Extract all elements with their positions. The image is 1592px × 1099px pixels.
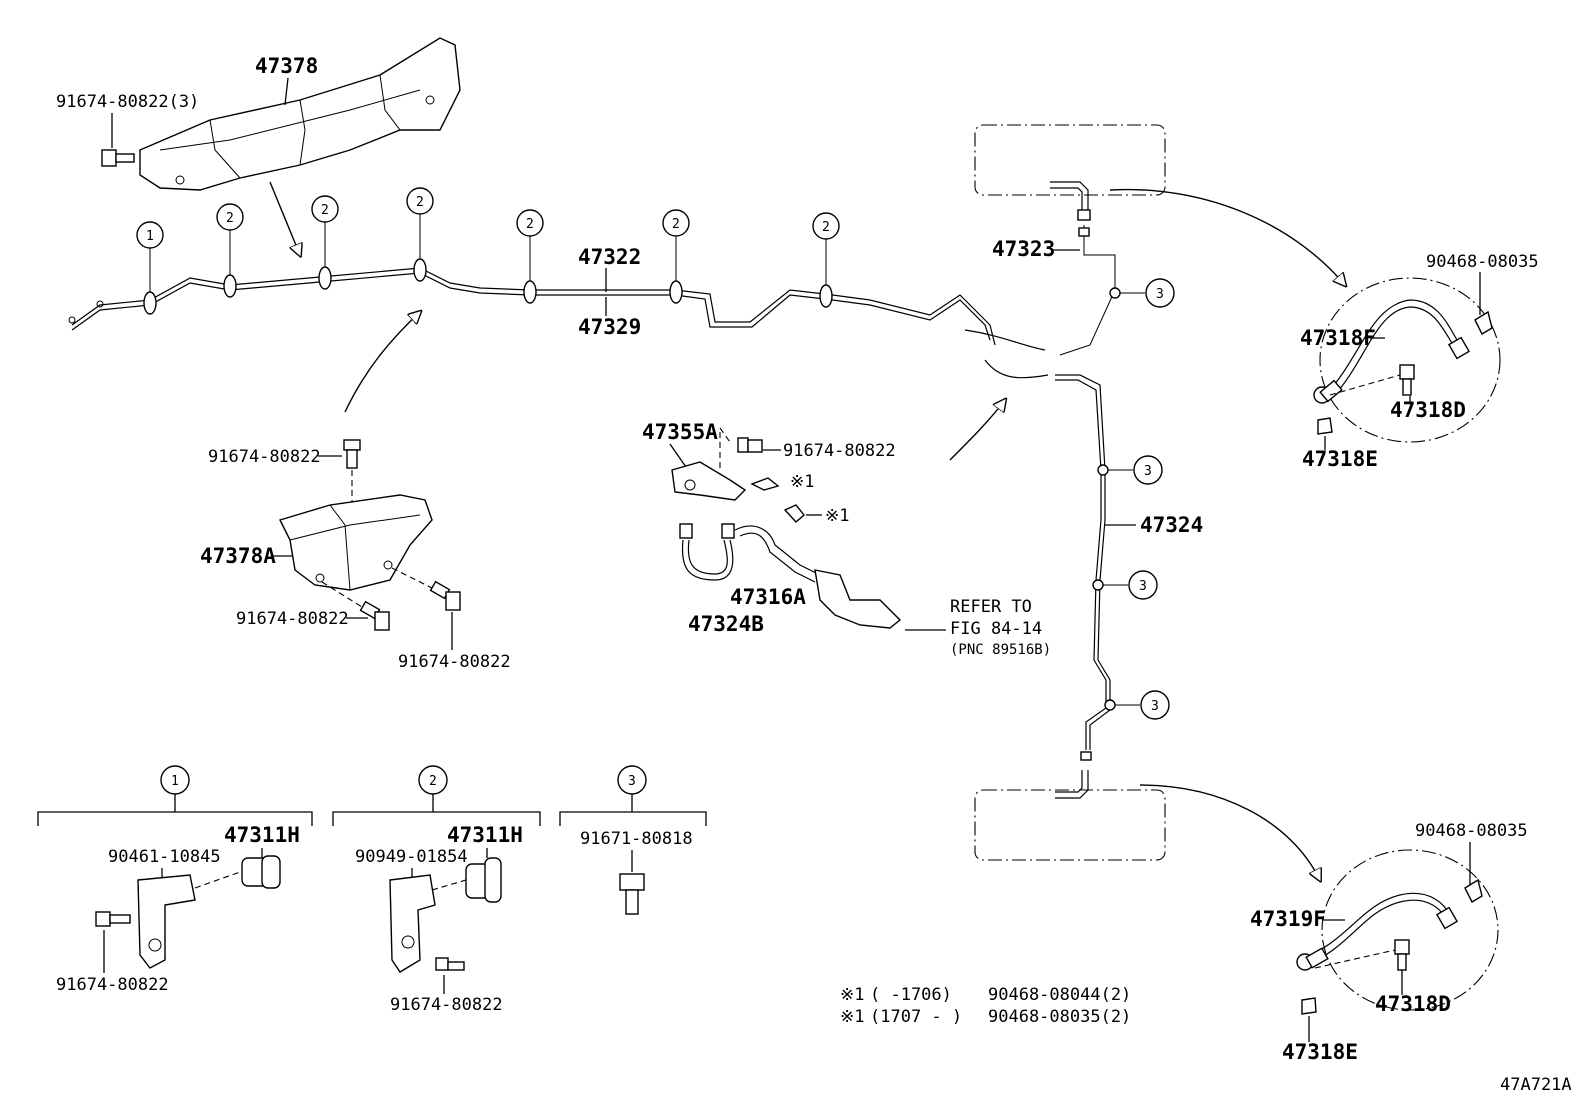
svg-text:3: 3 [1139, 579, 1147, 594]
bolt-icon [343, 439, 361, 469]
hose-47316A [734, 525, 902, 629]
label-91674-80822-c: 91674-80822 [398, 652, 511, 672]
label-91674-80822-a: 91674-80822 [208, 447, 321, 467]
bolt-icon [1394, 939, 1410, 971]
refer-line-2: FIG 84-14 [950, 619, 1042, 639]
hose-assembly-47319F [1296, 849, 1499, 1015]
label-47323: 47323 [992, 237, 1055, 261]
label-47316A: 47316A [730, 585, 806, 609]
refer-line-3: (PNC 89516B) [950, 642, 1051, 658]
label-91674-80822-mid: 91674-80822 [783, 441, 896, 461]
svg-text:※1: ※1 [840, 985, 864, 1005]
svg-text:3: 3 [1156, 287, 1164, 302]
heat-shield-47378 [139, 37, 461, 191]
legend-group-3: 3 91671-80818 [559, 765, 707, 915]
label-47324B: 47324B [688, 612, 764, 636]
legend1-clip-part: 90461-10845 [108, 847, 221, 867]
legend2-bracket-part: 47311H [447, 823, 523, 847]
line-clamps [143, 258, 833, 315]
legend2-bolt-part: 91674-80822 [390, 995, 503, 1015]
upper-wheel-box [974, 124, 1166, 221]
label-47318D-top: 47318D [1390, 398, 1466, 422]
legend1-bolt-part: 91674-80822 [56, 975, 169, 995]
svg-text:1: 1 [171, 774, 179, 789]
svg-text:( -1706): ( -1706) [870, 985, 952, 1005]
svg-text:3: 3 [1144, 464, 1152, 479]
label-47318F: 47318F [1300, 326, 1376, 350]
svg-text:90468-08035(2): 90468-08035(2) [988, 1007, 1131, 1027]
label-47319F: 47319F [1250, 907, 1326, 931]
legend3-bolt-part: 91671-80818 [580, 829, 693, 849]
legend2-clip-part: 90949-01854 [355, 847, 468, 867]
svg-text:3: 3 [1151, 699, 1159, 714]
shield-47378A [279, 494, 433, 591]
notes: ※1 ( -1706) 90468-08044(2) ※1 (1707 - ) … [840, 985, 1131, 1027]
line-47324-clamp-callouts: 3 3 3 3 [1092, 278, 1175, 720]
hose-assembly-47318F [1313, 277, 1501, 443]
label-91674-80822-3: 91674-80822(3) [56, 92, 199, 112]
line-47323 [1059, 225, 1116, 356]
bolt-icon [1399, 364, 1415, 396]
refer-line-1: REFER TO [950, 597, 1032, 617]
svg-text:2: 2 [226, 211, 234, 226]
bracket-47355A [671, 461, 747, 501]
bolt-icon [429, 580, 461, 611]
svg-text:2: 2 [321, 203, 329, 218]
bolt-icon [359, 600, 390, 631]
label-47322: 47322 [578, 245, 641, 269]
legend-group-1: 1 47311H 90461-10845 91674-80822 [37, 765, 313, 995]
label-47318E-top: 47318E [1302, 447, 1378, 471]
label-47318E-bot: 47318E [1282, 1040, 1358, 1064]
label-note1-a: ※1 [790, 472, 814, 492]
lower-wheel-box [974, 770, 1166, 861]
svg-text:(1707 - ): (1707 - ) [870, 1007, 962, 1027]
legend1-bracket-part: 47311H [224, 823, 300, 847]
hose-47324B [679, 523, 735, 581]
svg-text:※1: ※1 [840, 1007, 864, 1027]
svg-text:1: 1 [146, 229, 154, 244]
label-90468-08035-bot: 90468-08035 [1415, 821, 1528, 841]
svg-text:2: 2 [416, 195, 424, 210]
label-47378A: 47378A [200, 544, 276, 568]
main-brake-line-47322-47329 [68, 267, 1049, 379]
figure-code: 47A721A [1500, 1075, 1572, 1095]
legend-group-2: 2 47311H 90949-01854 91674-80822 [332, 765, 541, 1015]
bolt-icon [101, 149, 135, 167]
svg-text:90468-08044(2): 90468-08044(2) [988, 985, 1131, 1005]
svg-text:3: 3 [628, 774, 636, 789]
label-90468-08035-top: 90468-08035 [1426, 252, 1539, 272]
line-47324 [1055, 374, 1111, 761]
svg-text:2: 2 [672, 217, 680, 232]
label-47318D-bot: 47318D [1375, 992, 1451, 1016]
label-47324: 47324 [1140, 513, 1203, 537]
svg-text:2: 2 [822, 220, 830, 235]
bolt-icon [95, 911, 131, 927]
label-47355A: 47355A [642, 420, 718, 444]
bolt-icon [619, 873, 645, 915]
clamp-callouts: 1 2 2 2 2 2 2 [136, 187, 840, 292]
label-91674-80822-b: 91674-80822 [236, 609, 349, 629]
label-note1-b: ※1 [825, 506, 849, 526]
label-47378: 47378 [255, 54, 318, 78]
bolt-icon [435, 957, 465, 971]
label-47329: 47329 [578, 315, 641, 339]
svg-text:2: 2 [526, 217, 534, 232]
bolt-icon [737, 437, 763, 453]
svg-text:2: 2 [429, 774, 437, 789]
